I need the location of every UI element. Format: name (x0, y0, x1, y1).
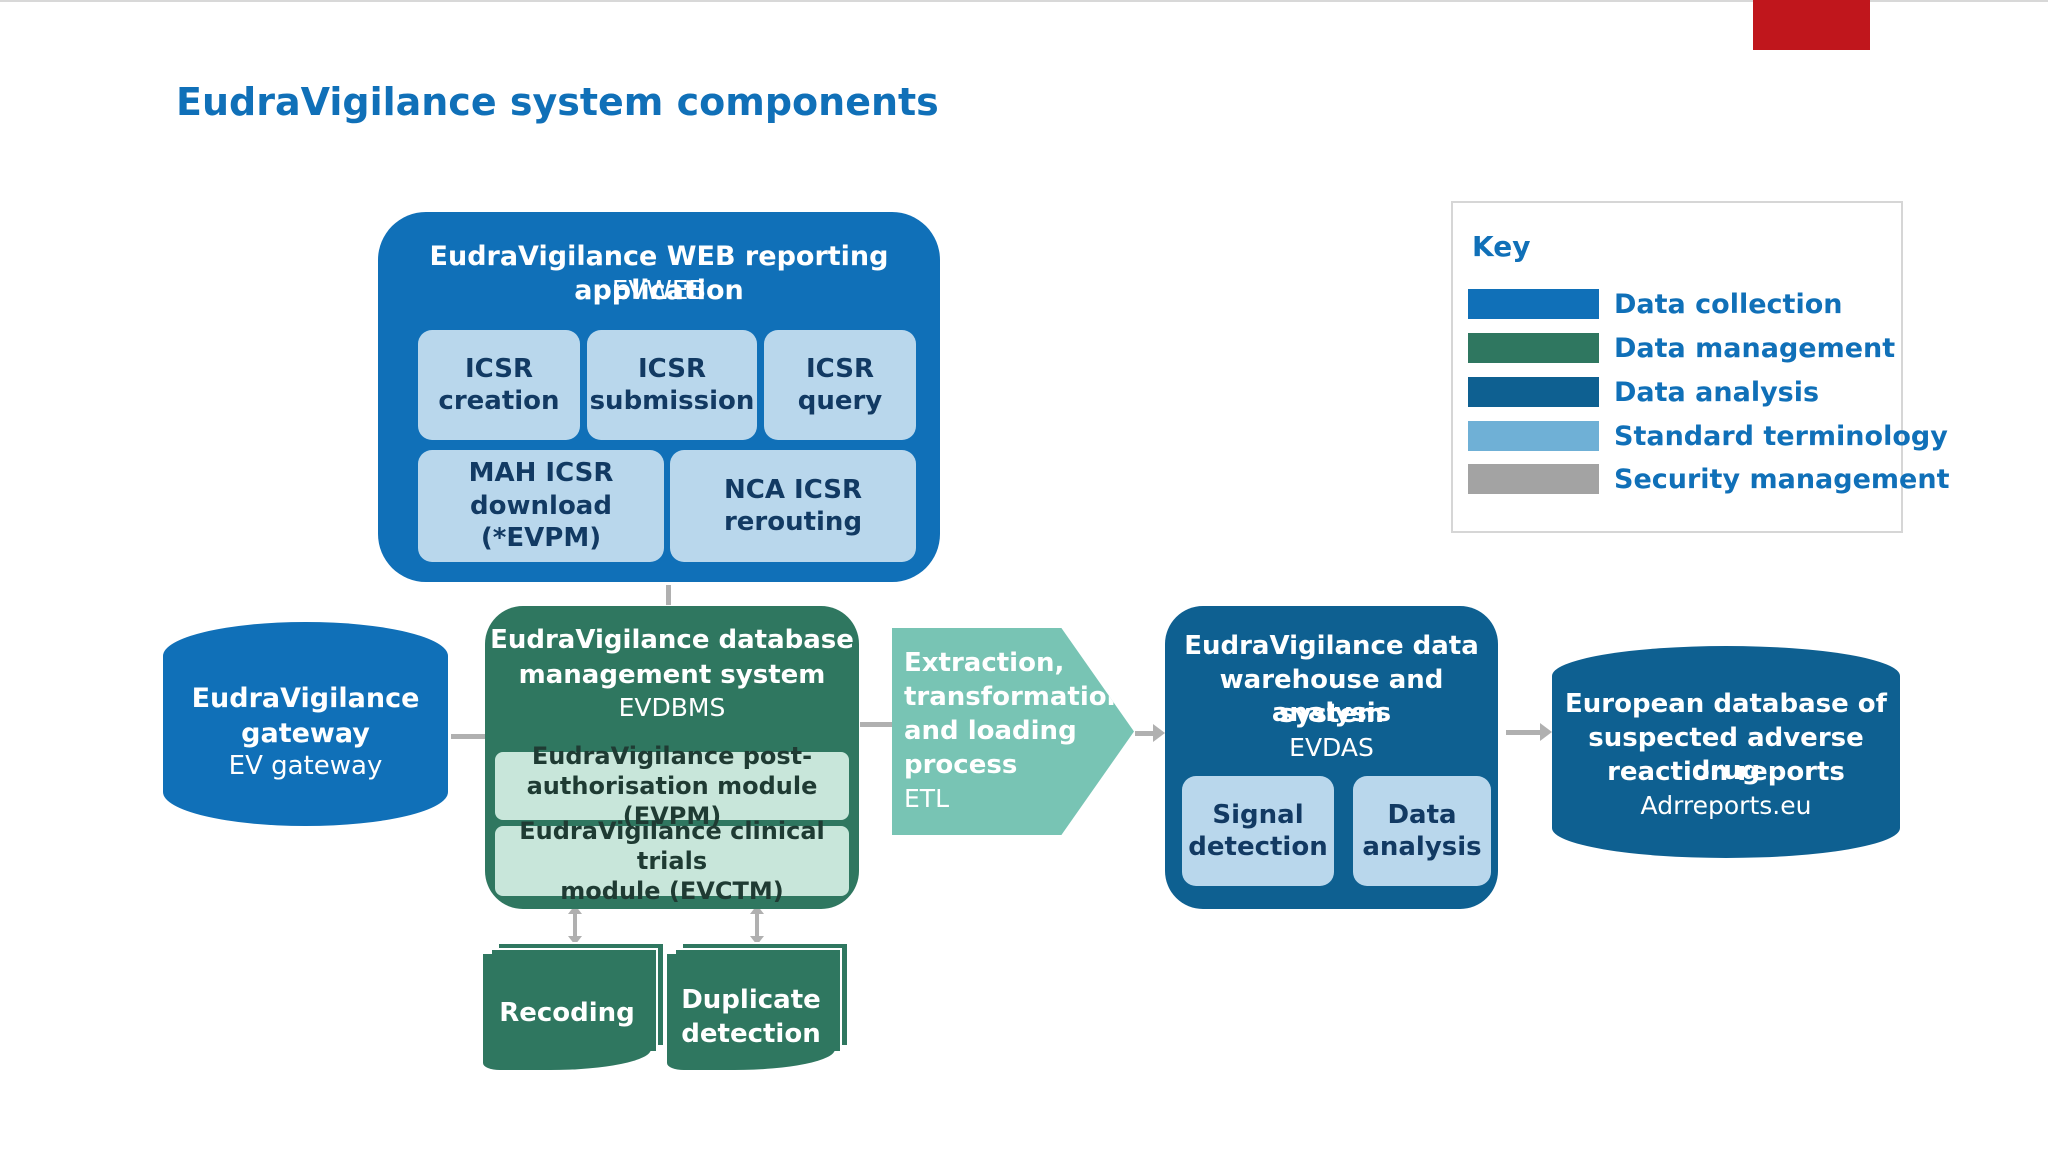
key-swatch-standard-terminology (1468, 421, 1599, 451)
evdas-title-line2: warehouse and analysis (1219, 665, 1444, 728)
gateway-title-line1: EudraVigilance (191, 683, 420, 714)
gateway-acronym: EV gateway (228, 751, 383, 781)
module-label-line1: Data (1387, 799, 1457, 830)
duplicate-detection-document-stack[interactable]: Duplicate detection (667, 942, 853, 1072)
module-label-line1: NCA ICSR (724, 474, 862, 505)
arrow-evdbms-recoding (573, 912, 577, 940)
key-label-data-management: Data management (1614, 333, 1896, 364)
arrow-etl-evdas-head (1153, 724, 1165, 742)
arrow-evdbms-duplicate-head-down (750, 936, 764, 945)
arrow-evdbms-recoding-head-up (568, 905, 582, 914)
module-label-line2: rerouting (723, 507, 863, 537)
duplicate-label-line1: Duplicate (681, 985, 821, 1015)
evweb-box[interactable]: EudraVigilance WEB reporting application… (378, 212, 940, 582)
key-title: Key (1472, 230, 1531, 263)
module-label-line1: ICSR (806, 353, 874, 384)
connector-gateway-evdbms (451, 734, 485, 739)
duplicate-page-front (667, 954, 835, 1070)
key-swatch-data-collection (1468, 289, 1599, 319)
evpm-module[interactable]: EudraVigilance post-authorisation module… (495, 742, 849, 830)
module-label-line2: creation (438, 386, 560, 416)
key-label-standard-terminology: Standard terminology (1614, 421, 1948, 452)
arrow-evdbms-duplicate-head-up (750, 905, 764, 914)
evdbms-box[interactable]: EudraVigilance database management syste… (485, 606, 859, 909)
etl-acronym: ETL (904, 784, 949, 813)
etl-line1: Extraction, (904, 648, 1065, 678)
gateway-cylinder[interactable]: EudraVigilance gateway EV gateway (163, 622, 448, 826)
arrow-evdbms-duplicate (755, 912, 759, 940)
evdbms-acronym: EVDBMS (618, 693, 726, 722)
etl-line4: process (904, 750, 1018, 780)
connector-evdbms-etl (860, 722, 892, 727)
module-label-line2: analysis (1362, 832, 1482, 862)
module-label-line1: EudraVigilance clinical trials (519, 817, 825, 875)
connector-evweb-evdbms (666, 585, 671, 605)
module-label-line2: download (*EVPM) (470, 490, 612, 554)
adrreports-line2: suspected adverse drug (1588, 723, 1864, 786)
module-label-line2: submission (589, 386, 755, 416)
key-label-security-management: Security management (1614, 464, 1950, 495)
arrow-evdas-adrreports-head (1540, 723, 1552, 741)
adrreports-cylinder[interactable]: European database of suspected adverse d… (1552, 646, 1900, 858)
module-label-line1: MAH ICSR (468, 458, 614, 489)
module-label-line2: authorisation module (EVPM) (526, 772, 818, 830)
key-swatch-data-analysis (1468, 377, 1599, 407)
adrreports-acronym: Adrreports.eu (1640, 791, 1812, 820)
evweb-acronym: EVWEB (611, 276, 707, 306)
duplicate-label-line2: detection (681, 1019, 821, 1049)
evdas-box[interactable]: EudraVigilance data warehouse and analys… (1165, 606, 1498, 909)
arrow-etl-evdas (1135, 731, 1155, 736)
key-swatch-security-management (1468, 464, 1599, 494)
etl-line3: and loading (904, 716, 1077, 746)
key-swatch-data-management (1468, 333, 1599, 363)
arrow-evdbms-recoding-head-down (568, 936, 582, 945)
key-label-data-analysis: Data analysis (1614, 377, 1820, 408)
module-label-line1: ICSR (638, 353, 706, 384)
module-label-line2: query (797, 386, 883, 416)
key-label-data-collection: Data collection (1614, 289, 1843, 320)
adrreports-line1: European database of (1565, 689, 1887, 719)
evdbms-title-line1: EudraVigilance database (490, 625, 854, 655)
page-title: EudraVigilance system components (176, 80, 939, 124)
module-label-line2: module (EVCTM) (560, 877, 784, 905)
etl-process-shape[interactable]: Extraction, transformation and loading p… (892, 628, 1134, 835)
evdas-title-line1: EudraVigilance data (1184, 631, 1479, 661)
evdas-acronym: EVDAS (1289, 733, 1374, 762)
etl-line2: transformation (904, 682, 1126, 712)
module-label-line1: EudraVigilance post- (531, 742, 813, 770)
evdbms-title-line2: management system (518, 660, 826, 690)
recoding-page-front (483, 954, 651, 1070)
module-label-line2: detection (1188, 832, 1328, 862)
brand-red-block (1753, 0, 1870, 50)
top-divider (0, 0, 2048, 2)
recoding-document-stack[interactable]: Recoding (483, 942, 669, 1072)
module-label-line1: ICSR (465, 353, 533, 384)
gateway-title-line2: gateway (241, 718, 370, 749)
recoding-label: Recoding (499, 998, 635, 1028)
arrow-evdas-adrreports (1506, 730, 1542, 735)
adrreports-line3: reaction reports (1607, 757, 1845, 787)
evweb-title: EudraVigilance WEB reporting application (429, 241, 889, 306)
evdas-title-line3: system (1278, 699, 1385, 729)
module-label-line1: Signal (1212, 799, 1304, 830)
